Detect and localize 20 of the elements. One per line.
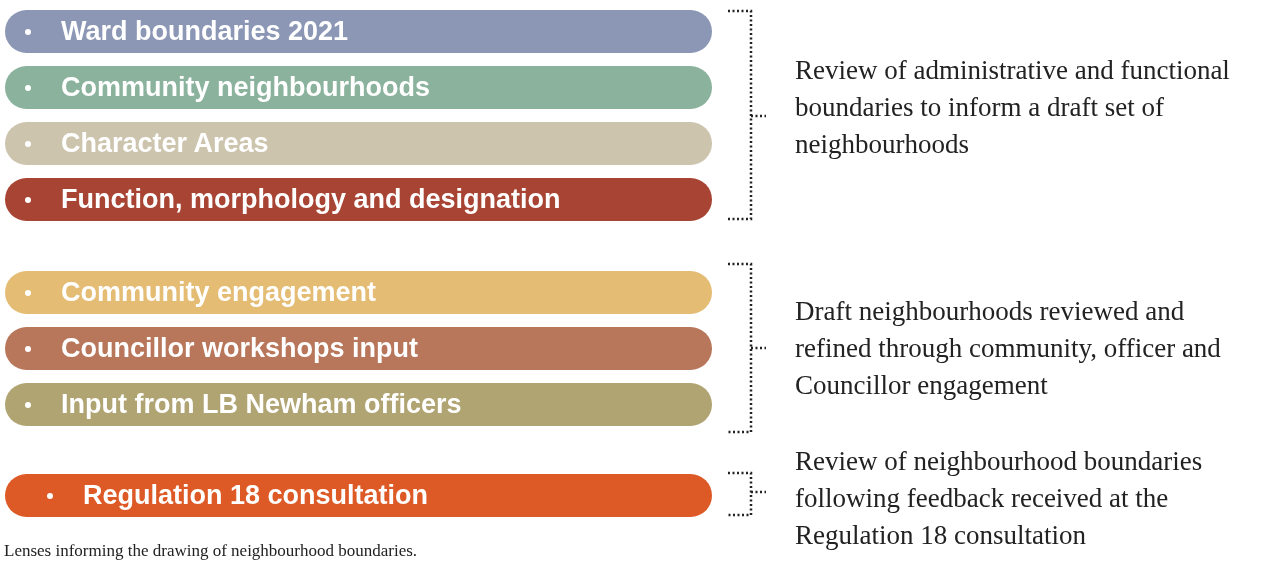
lens-title: Ward boundaries 2021 bbox=[61, 15, 349, 49]
stage-description: Review of neighbourhood boundaries following feedback received at the Regulation 18 consultation bbox=[795, 445, 1204, 552]
lens-title: Input from LB Newham officers bbox=[61, 388, 462, 422]
lens-pill bbox=[5, 474, 712, 517]
lens-pill bbox=[5, 383, 712, 426]
figure-caption: Lenses informing the drawing of neighbourhood boundaries. bbox=[4, 540, 418, 562]
lens-title: Community neighbourhoods bbox=[61, 71, 430, 105]
lens-pill bbox=[5, 271, 712, 314]
lens-pill bbox=[5, 10, 712, 53]
lens-title: Function, morphology and designation bbox=[61, 183, 561, 217]
lens-pill bbox=[5, 327, 712, 370]
lens-title: Community engagement bbox=[61, 276, 377, 310]
lens-pill bbox=[5, 66, 712, 109]
lens-title: Regulation 18 consultation bbox=[83, 479, 429, 513]
stage-description: Draft neighbourhoods reviewed and refined through community, officer and Councillor engagement bbox=[795, 295, 1222, 402]
lens-title: Councillor workshops input bbox=[61, 332, 418, 366]
lens-pill bbox=[5, 122, 712, 165]
lens-pill bbox=[5, 178, 712, 221]
stage-description: Review of administrative and functional boundaries to inform a draft set of neighbourhoods bbox=[795, 54, 1231, 161]
lens-title: Character Areas bbox=[61, 127, 269, 161]
